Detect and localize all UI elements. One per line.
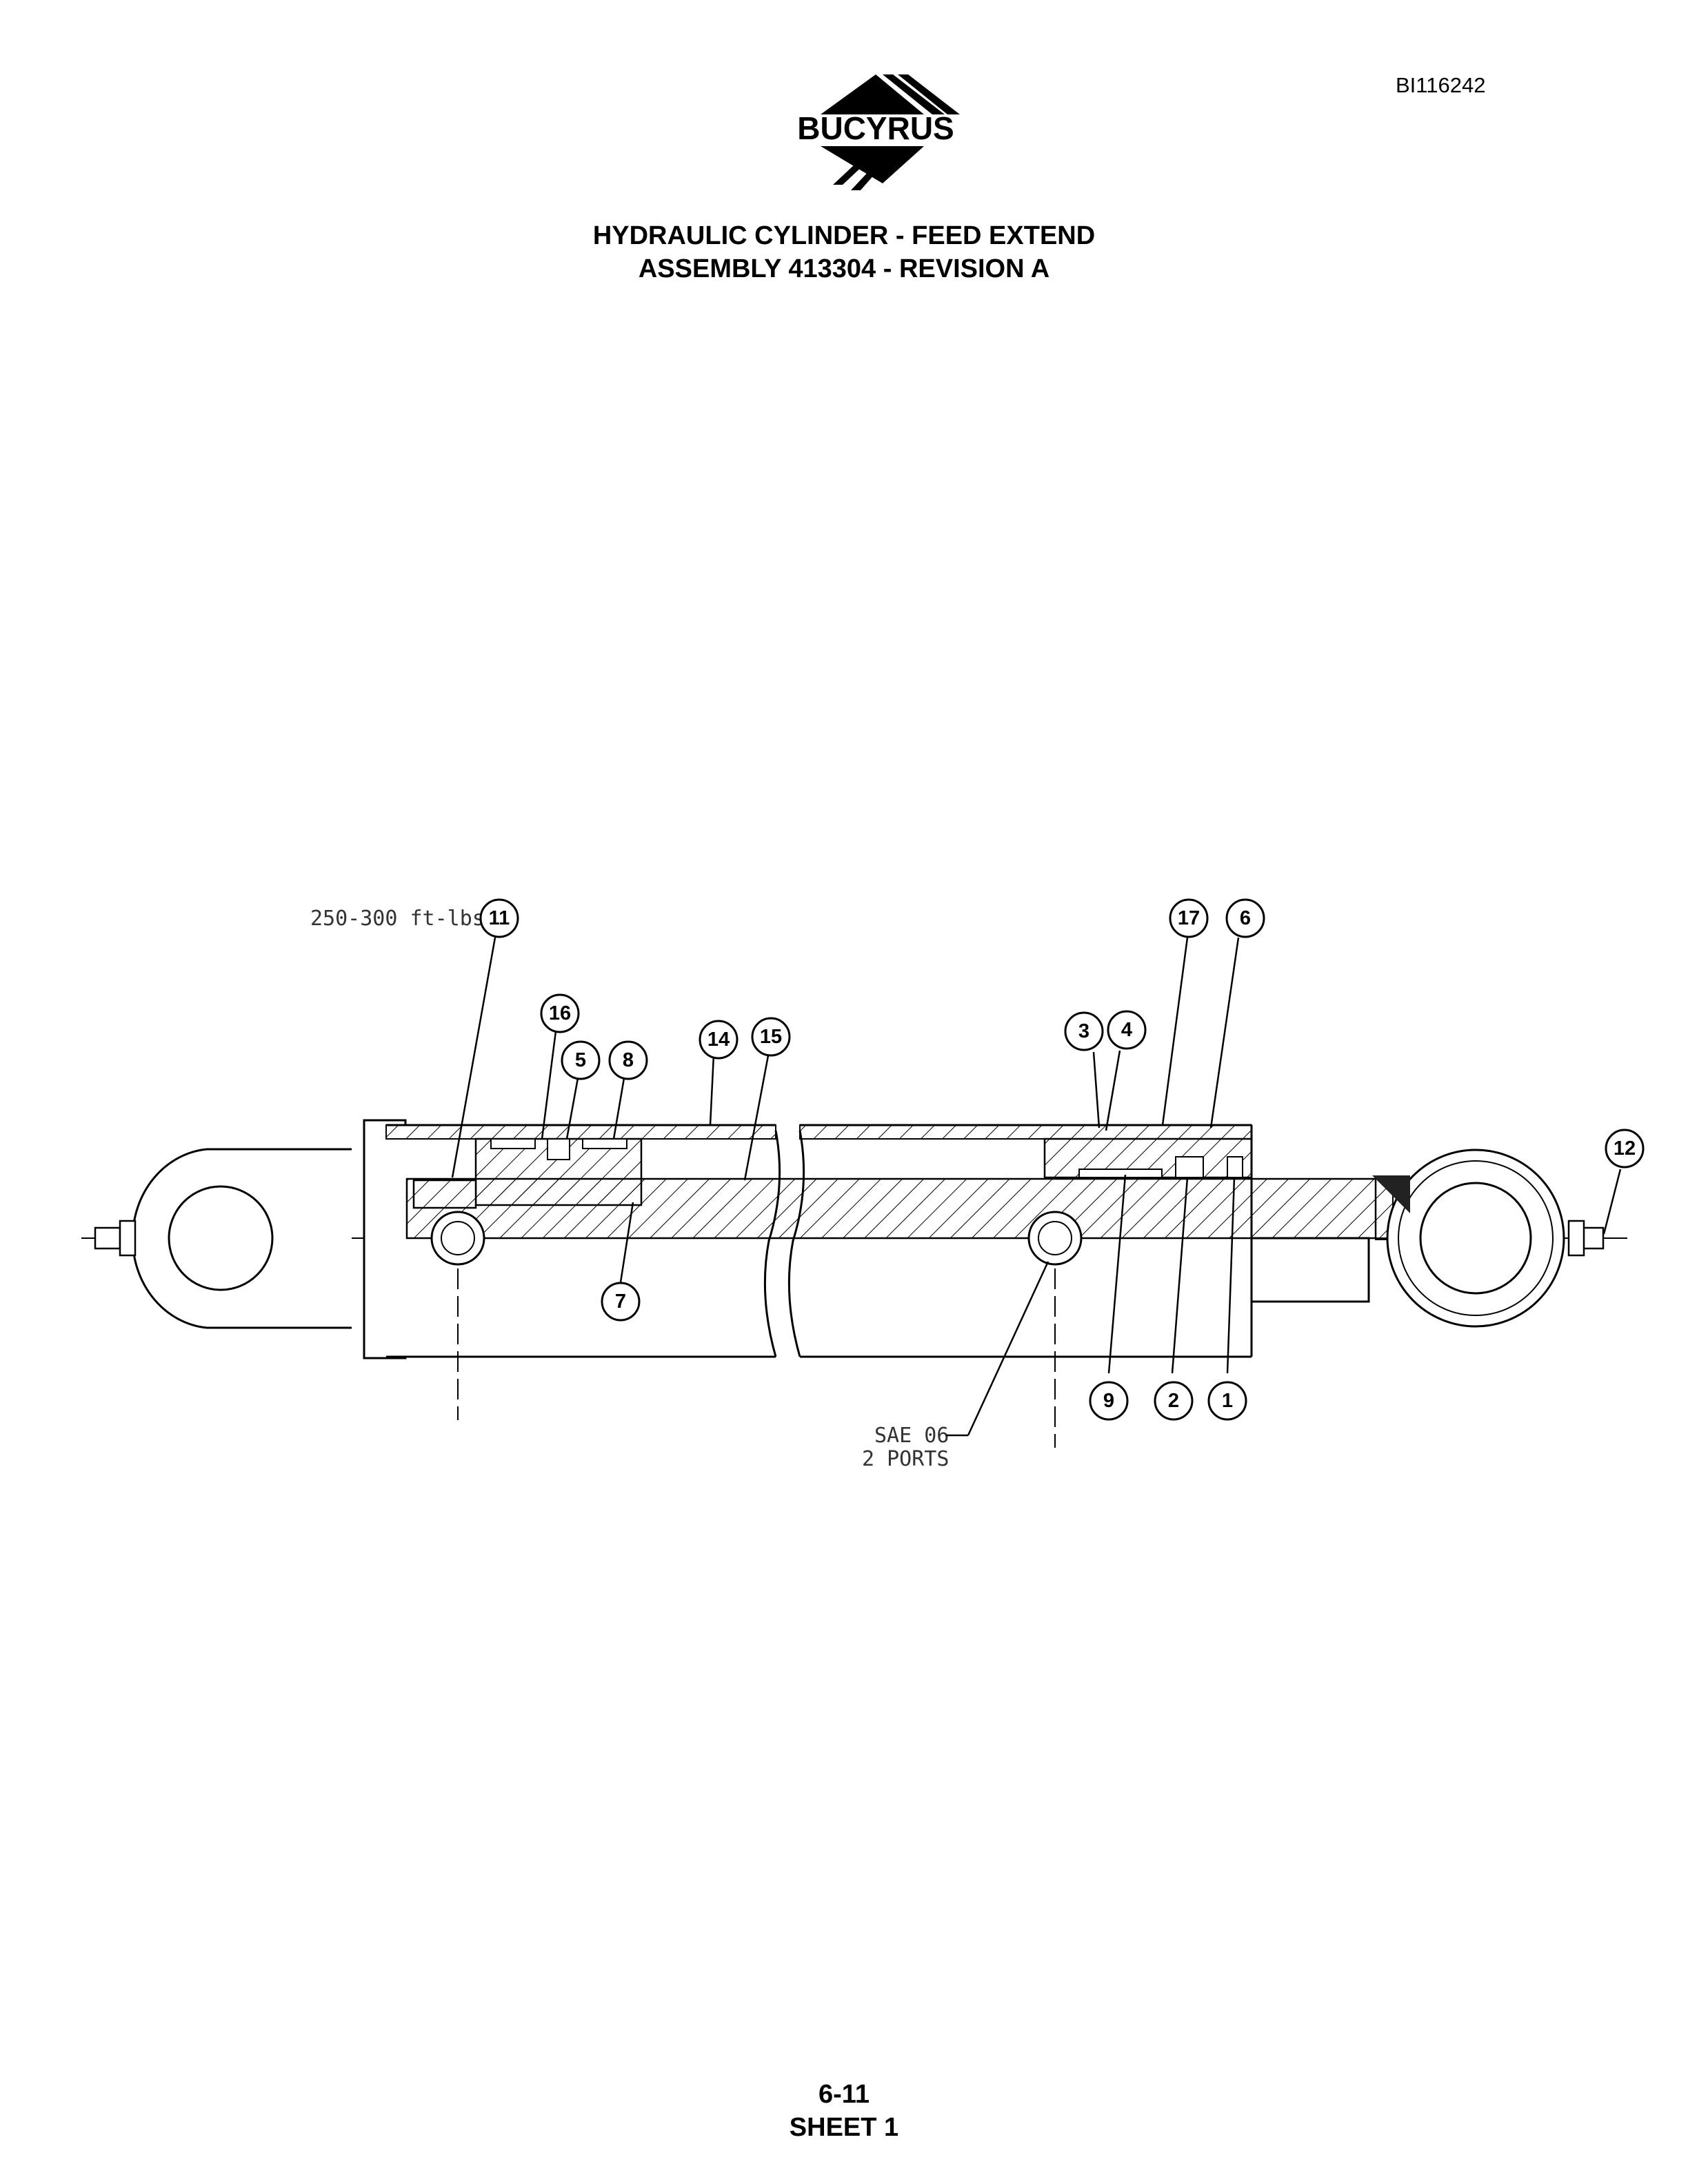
page-footer: 6-11 SHEET 1 <box>0 2078 1688 2144</box>
left-rod-eye <box>94 1148 352 1329</box>
callout-9: 9 <box>1089 1381 1129 1421</box>
callout-7: 7 <box>601 1282 641 1322</box>
callout-12: 12 <box>1605 1129 1645 1169</box>
port-note-line-2: 2 PORTS <box>862 1447 949 1471</box>
right-rod-eye <box>1372 1149 1605 1328</box>
svg-text:14: 14 <box>707 1029 730 1051</box>
callout-14: 14 <box>699 1020 738 1060</box>
document-id: BI116242 <box>1396 73 1486 97</box>
svg-text:6: 6 <box>1240 907 1251 929</box>
callout-17: 17 <box>1169 898 1209 938</box>
port-cap <box>430 1211 485 1266</box>
svg-text:5: 5 <box>575 1049 586 1071</box>
svg-text:16: 16 <box>549 1002 571 1024</box>
svg-text:17: 17 <box>1178 907 1200 929</box>
callout-1: 1 <box>1207 1381 1247 1421</box>
piston-rod <box>405 1177 1377 1240</box>
title-line-2: ASSEMBLY 413304 - REVISION A <box>638 254 1050 283</box>
svg-text:4: 4 <box>1121 1019 1132 1041</box>
callout-4: 4 <box>1107 1010 1147 1050</box>
callout-6: 6 <box>1225 898 1265 938</box>
callout-3: 3 <box>1064 1011 1104 1051</box>
callout-8: 8 <box>608 1040 648 1080</box>
svg-text:9: 9 <box>1103 1390 1114 1412</box>
callout-15: 15 <box>751 1017 791 1057</box>
torque-note: 250-300 ft-lbs <box>310 907 485 931</box>
cylinder-section-drawing: 250-300 ft-lbs SAE 06 2 PORTS 11 16 5 8 … <box>81 898 1645 1471</box>
svg-text:7: 7 <box>615 1291 626 1313</box>
svg-text:2: 2 <box>1168 1390 1179 1412</box>
title-line-1: HYDRAULIC CYLINDER - FEED EXTEND <box>592 221 1096 250</box>
port-rod <box>1027 1211 1083 1266</box>
document-title: HYDRAULIC CYLINDER - FEED EXTEND ASSEMBL… <box>0 219 1688 285</box>
barrel-wall-left <box>385 1124 776 1140</box>
bucyrus-logo: BUCYRUS <box>797 74 960 190</box>
callout-2: 2 <box>1154 1381 1194 1421</box>
svg-text:3: 3 <box>1078 1020 1089 1042</box>
callout-16: 16 <box>540 993 580 1033</box>
svg-text:12: 12 <box>1614 1138 1636 1160</box>
svg-text:11: 11 <box>489 907 510 929</box>
page-number: 6-11 <box>818 2080 870 2109</box>
callout-11: 11 <box>479 898 519 938</box>
svg-text:1: 1 <box>1222 1390 1233 1412</box>
svg-text:15: 15 <box>760 1026 782 1048</box>
barrel-wall-right <box>799 1124 1252 1140</box>
callout-5: 5 <box>561 1040 601 1080</box>
sheet-label: SHEET 1 <box>789 2113 899 2142</box>
logo-wordmark: BUCYRUS <box>797 110 954 146</box>
port-note-line-1: SAE 06 <box>874 1424 949 1448</box>
svg-text:8: 8 <box>623 1049 634 1071</box>
